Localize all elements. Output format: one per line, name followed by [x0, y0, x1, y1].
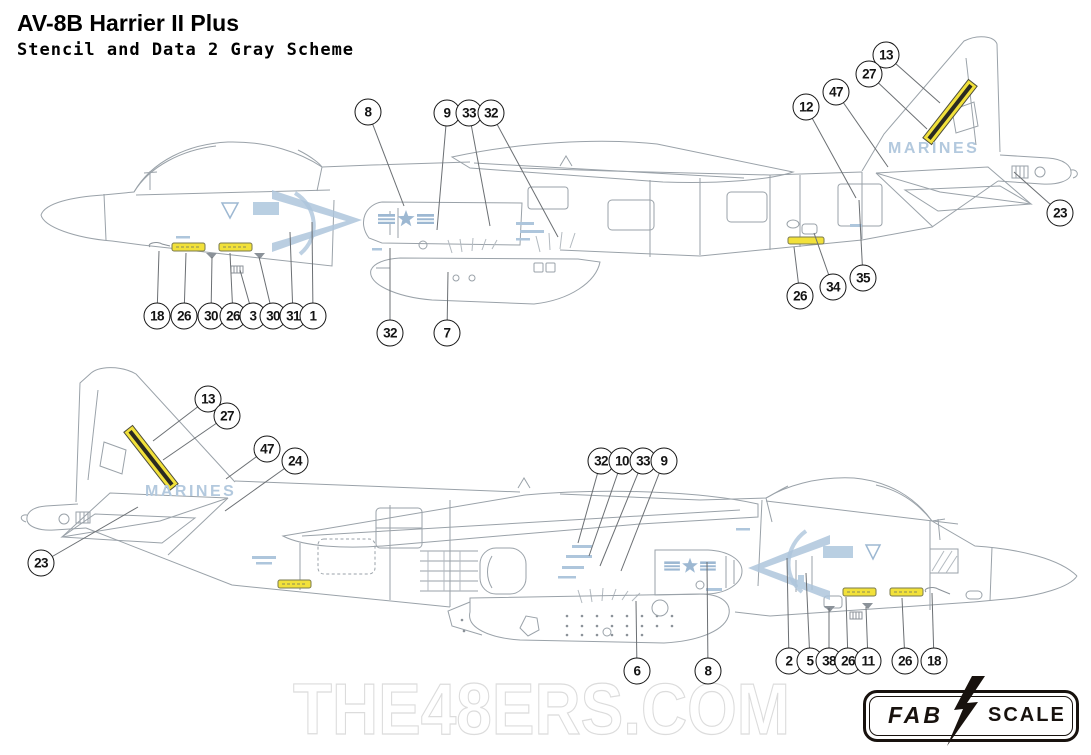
leader-line-9	[620, 460, 665, 572]
leader-line-12	[805, 106, 857, 199]
tank-rivet-dots	[460, 614, 674, 637]
callout-11: 11	[854, 647, 882, 675]
callout-33: 33	[455, 99, 483, 127]
callout-8: 8	[694, 657, 722, 685]
callout-35: 35	[849, 264, 877, 292]
bottom-aircraft-profile	[20, 367, 1078, 644]
callout-18: 18	[920, 647, 948, 675]
callout-47: 47	[253, 435, 281, 463]
callout-23: 23	[27, 549, 55, 577]
marines-marking-bottom: MARINES	[145, 483, 236, 500]
callout-18: 18	[143, 302, 171, 330]
lightning-bolt-icon	[947, 676, 985, 746]
callout-26: 26	[786, 282, 814, 310]
marines-marking-top: MARINES	[888, 140, 979, 157]
callout-24: 24	[281, 447, 309, 475]
callout-13: 13	[194, 385, 222, 413]
callout-9: 9	[650, 447, 678, 475]
callout-12: 12	[792, 93, 820, 121]
page-subtitle: Stencil and Data 2 Gray Scheme	[17, 40, 355, 60]
callout-23: 23	[1046, 199, 1074, 227]
leader-line-1	[311, 221, 314, 317]
leader-line-2	[786, 557, 790, 662]
leader-line-24	[224, 460, 296, 512]
leader-line-47	[835, 91, 889, 168]
top-aircraft-profile	[40, 36, 1078, 305]
callout-32: 32	[477, 99, 505, 127]
bottom-aircraft-decals: MARINES	[123, 424, 924, 600]
leader-line-32	[577, 460, 602, 544]
leader-line-5	[805, 572, 811, 662]
logo-fab-text: FAB	[888, 702, 943, 728]
callout-32: 32	[376, 319, 404, 347]
callout-7: 7	[433, 319, 461, 347]
leader-line-32	[490, 112, 559, 238]
leader-line-31	[289, 231, 294, 317]
callout-1: 1	[299, 302, 327, 330]
leader-line-9	[436, 112, 448, 231]
callout-34: 34	[819, 273, 847, 301]
leader-line-33	[599, 460, 644, 567]
logo-scale-text: SCALE	[988, 704, 1066, 726]
callout-26: 26	[170, 302, 198, 330]
sheet-header: AV-8B Harrier II Plus Stencil and Data 2…	[17, 10, 354, 60]
leader-line-33	[468, 112, 491, 227]
top-aircraft-decals: MARINES	[171, 78, 979, 256]
leader-line-8	[367, 111, 405, 207]
leader-line-23	[40, 506, 139, 564]
leader-line-10	[588, 460, 623, 557]
page-title: AV-8B Harrier II Plus	[17, 10, 239, 36]
callout-47: 47	[822, 78, 850, 106]
callout-27: 27	[213, 402, 241, 430]
callout-8: 8	[354, 98, 382, 126]
leader-line-8	[706, 561, 709, 672]
callout-27: 27	[855, 60, 883, 88]
callout-26: 26	[891, 647, 919, 675]
callout-6: 6	[623, 657, 651, 685]
